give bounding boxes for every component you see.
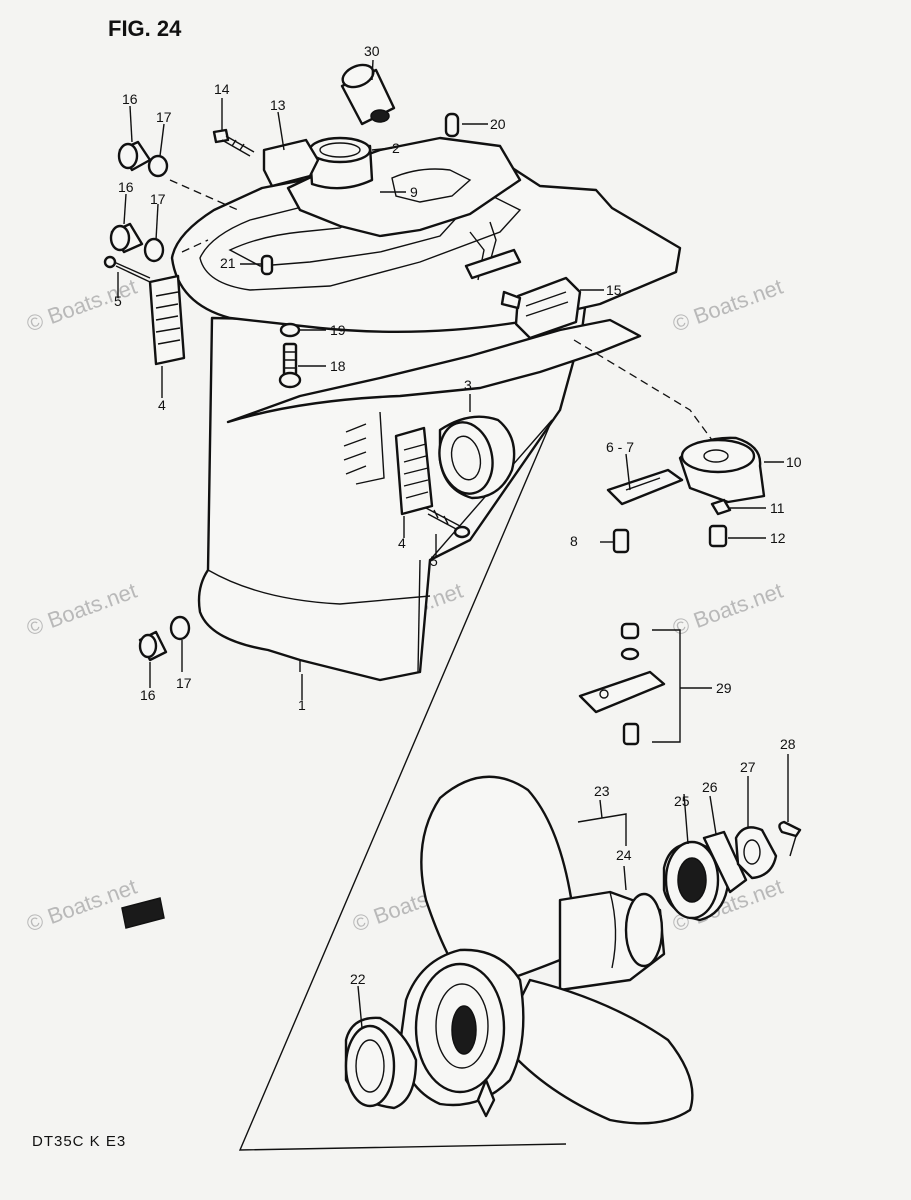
part-17-washer-lower <box>169 615 191 641</box>
part-19-washer <box>279 322 301 338</box>
part-17-washer-middle <box>143 237 165 263</box>
watermark-3: © Boats.net <box>669 274 786 337</box>
callout-1: 1 <box>298 697 306 713</box>
callout-16-middle: 16 <box>118 179 134 195</box>
callout-17-upper: 17 <box>156 109 172 125</box>
figure-footer: DT35C K E3 <box>32 1133 126 1150</box>
part-20-pin <box>444 112 460 138</box>
part-5-screw-right <box>425 507 471 539</box>
part-2-bushing <box>308 136 374 190</box>
callout-10: 10 <box>786 454 802 470</box>
part-28-cotter-pin <box>778 820 802 857</box>
part-17-washer-upper <box>147 154 169 178</box>
callout-28: 28 <box>780 736 796 752</box>
watermark-4: © Boats.net <box>23 578 140 641</box>
callout-30: 30 <box>364 43 380 59</box>
part-26-washer <box>702 830 748 894</box>
callout-2: 2 <box>392 140 400 156</box>
callout-12: 12 <box>770 530 786 546</box>
part-6-7-anode <box>606 468 684 506</box>
callout-17-lower: 17 <box>176 675 192 691</box>
part-18-bolt <box>278 342 302 389</box>
callout-29: 29 <box>716 680 732 696</box>
callout-22: 22 <box>350 971 366 987</box>
part-29-kit <box>578 622 712 746</box>
leader-lines <box>117 59 789 1029</box>
callout-24: 24 <box>616 847 632 863</box>
callout-16-lower: 16 <box>140 687 156 703</box>
watermark-6: © Boats.net <box>669 578 786 641</box>
part-21-pin <box>260 254 274 276</box>
part-16-grommet-lower <box>138 630 168 662</box>
callout-3: 3 <box>464 377 472 393</box>
callout-20: 20 <box>490 116 506 132</box>
callout-5-right: 5 <box>430 553 438 569</box>
callout-18: 18 <box>330 358 346 374</box>
figure-title: FIG. 24 <box>108 16 182 41</box>
part-12-bolt <box>708 524 728 548</box>
part-22-bushing <box>344 1016 418 1110</box>
callout-13: 13 <box>270 97 286 113</box>
callout-11: 11 <box>770 500 785 516</box>
housing-vent-slots <box>343 423 367 475</box>
guide-trim-tab <box>573 339 713 441</box>
drive-shaft-housing <box>170 136 682 682</box>
callout-8: 8 <box>570 533 578 549</box>
part-14-screw <box>212 128 255 157</box>
part-27-nut <box>734 826 778 880</box>
callout-15: 15 <box>606 282 622 298</box>
callout-4-right: 4 <box>398 535 406 551</box>
callout-19: 19 <box>330 322 346 338</box>
callout-5-left: 5 <box>114 293 122 309</box>
callout-25: 25 <box>674 793 690 809</box>
part-10-trim-tab <box>678 436 766 504</box>
part-5-screw-left <box>103 255 151 283</box>
part-3-seal <box>438 415 516 500</box>
callout-26: 26 <box>702 779 718 795</box>
part-13-bracket <box>262 138 320 188</box>
callout-21: 21 <box>220 255 236 271</box>
end-marker-icon <box>121 897 165 929</box>
part-16-grommet-upper <box>117 140 152 172</box>
part-25-thrust-washer <box>662 840 730 922</box>
part-4-grille-right <box>394 426 434 516</box>
callout-27: 27 <box>740 759 756 775</box>
part-30-tube <box>340 63 396 126</box>
callout-14: 14 <box>214 81 230 97</box>
part-8-bolt <box>600 528 630 554</box>
part-16-grommet-middle <box>109 222 144 254</box>
callout-16-upper: 16 <box>122 91 138 107</box>
callout-9: 9 <box>410 184 418 200</box>
part-15-water-inlet <box>500 276 582 340</box>
watermark-7: © Boats.net <box>23 874 140 937</box>
part-11-washer <box>710 498 732 516</box>
callout-6-7: 6 - 7 <box>606 439 634 455</box>
part-4-grille-left <box>148 274 186 366</box>
callout-17-middle: 17 <box>150 191 166 207</box>
callout-4-left: 4 <box>158 397 166 413</box>
watermark-1: © Boats.net <box>23 274 140 337</box>
callout-23: 23 <box>594 783 610 799</box>
assembly-guide-lines <box>238 419 567 1151</box>
callout-labels: 30 14 13 16 17 2 20 9 16 17 21 5 4 15 19… <box>114 43 802 987</box>
propeller-assembly <box>398 775 694 1125</box>
